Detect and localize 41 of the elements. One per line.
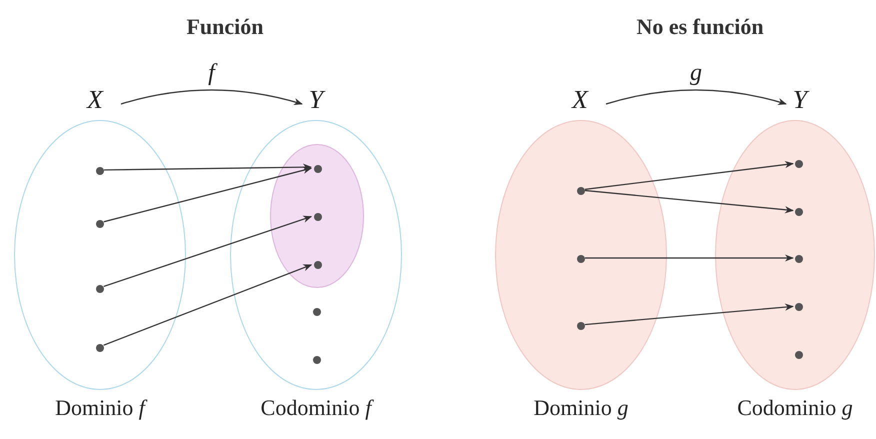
element-dot [96,220,104,228]
set-label: X [568,86,592,114]
set-caption: Codominio g [737,395,853,421]
edge-label: g [690,60,702,86]
element-dot [314,261,322,269]
element-dot [795,160,803,168]
arrow [104,166,312,222]
element-dot [313,356,321,364]
set-label: Y [304,86,328,114]
arrow [585,254,794,262]
heading: Función [186,14,264,40]
element-dot [795,208,803,216]
arrow [584,161,794,190]
element-dot [577,255,585,263]
arrow [120,89,303,106]
arrow [103,264,312,346]
element-dot [577,187,585,195]
element-dot [96,285,104,293]
arrow [104,216,312,287]
element-dot [314,165,322,173]
element-dot [313,308,321,316]
set-label: Y [788,86,812,114]
element-dot [577,322,585,330]
set-ellipse [14,120,186,390]
element-dot [795,351,803,359]
set-ellipse [230,120,402,390]
arrow [104,164,312,171]
element-dot [314,213,322,221]
heading: No es función [636,14,764,40]
set-label: X [83,86,107,114]
set-caption: Dominio f [55,395,145,421]
arrow [584,304,794,326]
arrow [606,89,787,106]
set-caption: Codominio f [260,395,372,421]
element-dot [96,344,104,352]
element-dot [96,167,104,175]
set-caption: Dominio g [534,395,628,421]
element-dot [795,255,803,263]
arrow [584,190,794,214]
edge-label: f [208,60,215,86]
element-dot [795,303,803,311]
